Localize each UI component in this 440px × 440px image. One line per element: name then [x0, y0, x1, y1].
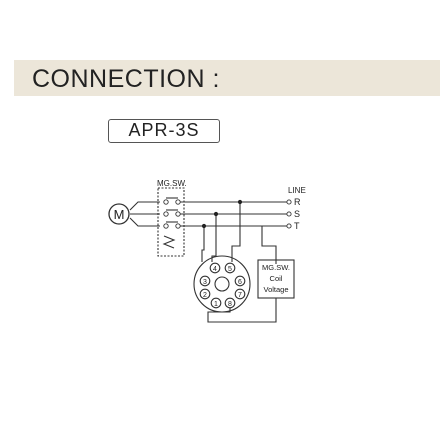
pin-1-label: 1 — [214, 301, 218, 308]
motor-label: M — [114, 207, 125, 222]
phase-r-label: R — [294, 197, 301, 207]
terminal-r — [286, 199, 292, 205]
model-label-box: APR-3S — [108, 119, 220, 143]
pin-8-label: 8 — [228, 301, 232, 308]
phase-s-label: S — [294, 209, 300, 219]
phase-t-label: T — [294, 221, 300, 231]
pin-5 — [224, 262, 236, 274]
pin-7 — [234, 288, 246, 300]
switch-label: MG.SW. — [157, 179, 187, 188]
thermal-relay — [162, 235, 176, 249]
coil-box-line2: Coil — [270, 274, 283, 283]
pin-6 — [234, 275, 246, 287]
return-wire — [207, 298, 277, 323]
header-band — [14, 60, 440, 96]
motor-icon — [108, 203, 130, 225]
pin-7-label: 7 — [238, 292, 242, 299]
line-label: LINE — [288, 186, 306, 195]
motor-lead-r — [129, 201, 160, 211]
coil-box-line3: Voltage — [263, 285, 288, 294]
pin-4-label: 4 — [213, 266, 217, 273]
pin-1 — [210, 297, 222, 309]
pin-6-label: 6 — [238, 279, 242, 286]
terminal-s — [286, 211, 292, 217]
pin-3-label: 3 — [203, 279, 207, 286]
terminal-t — [286, 223, 292, 229]
pin-2-label: 2 — [203, 292, 207, 299]
coil-box-line1: MG.SW. — [262, 263, 290, 272]
tap-t — [201, 226, 205, 262]
pin-2 — [199, 288, 211, 300]
pin-3 — [199, 275, 211, 287]
switch-enclosure — [157, 187, 185, 257]
pin-8 — [224, 297, 236, 309]
page-title: CONNECTION : — [32, 65, 220, 93]
tap-r — [231, 202, 241, 262]
pin-4 — [209, 262, 221, 274]
socket-key — [214, 276, 230, 292]
motor-lead-t — [129, 217, 160, 227]
coil-feed — [261, 226, 277, 264]
tap-s — [211, 214, 217, 262]
pin-5-label: 5 — [228, 266, 232, 273]
